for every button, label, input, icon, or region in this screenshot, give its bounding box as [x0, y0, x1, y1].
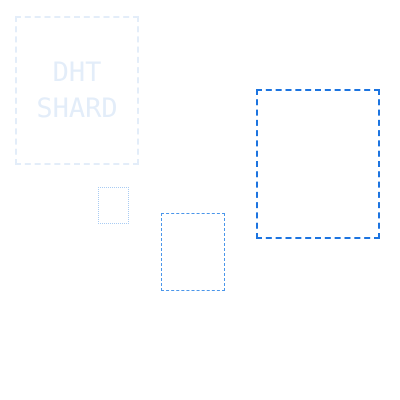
small-dotted-frame: [98, 187, 129, 224]
dht-shard-card: DHT SHARD: [15, 16, 139, 165]
shard-label-line-2: SHARD: [36, 92, 118, 124]
dht-shard-label: DHT SHARD: [36, 55, 117, 127]
medium-dashed-frame: [161, 213, 225, 291]
large-dashed-frame: [256, 89, 380, 239]
shard-label-line-1: DHT: [52, 56, 102, 88]
